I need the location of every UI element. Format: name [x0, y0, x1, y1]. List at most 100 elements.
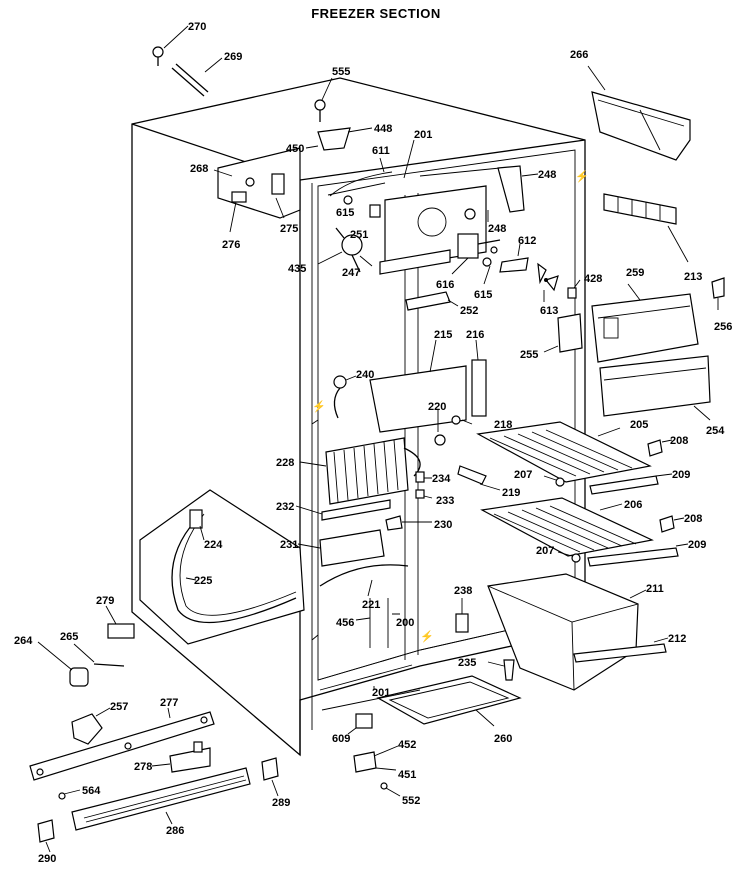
shelf-clip-208a — [647, 439, 673, 457]
gasket-611-615 — [329, 157, 393, 205]
callout-266: 266 — [570, 49, 588, 61]
callout-235: 235 — [458, 657, 476, 669]
light-assembly-448-450 — [305, 127, 373, 151]
callout-451: 451 — [398, 769, 416, 781]
lamp-socket-428 — [567, 279, 581, 299]
callout-220: 220 — [428, 401, 446, 413]
callout-452: 452 — [398, 739, 416, 751]
callout-276: 276 — [222, 239, 240, 251]
fan-motor-616 — [451, 233, 501, 285]
callout-208: 208 — [670, 435, 688, 447]
callout-428: 428 — [584, 273, 602, 285]
wire-harness-612 — [499, 243, 529, 273]
fan-blade-613 — [537, 262, 559, 302]
callout-286: 286 — [166, 825, 184, 837]
callout-435: 435 — [288, 263, 306, 275]
clip-289 — [261, 757, 279, 797]
heater-221 — [319, 564, 409, 597]
callout-240: 240 — [356, 369, 374, 381]
shelf-bracket-259 — [591, 283, 699, 363]
callout-207: 207 — [536, 545, 554, 557]
callout-230: 230 — [434, 519, 452, 531]
heater-231 — [297, 529, 385, 567]
callout-609: 609 — [332, 733, 350, 745]
callout-221: 221 — [362, 599, 380, 611]
callout-248: 248 — [488, 223, 506, 235]
callout-555: 555 — [332, 66, 350, 78]
callout-206: 206 — [624, 499, 642, 511]
callout-456: 456 — [336, 617, 354, 629]
callout-448: 448 — [374, 123, 392, 135]
svg-text:⚡: ⚡ — [575, 170, 589, 183]
shelf-clip-208b — [659, 515, 685, 533]
cover-255 — [543, 313, 583, 353]
hinge-pin-269 — [171, 57, 223, 97]
wire-shelf-205 — [476, 421, 652, 483]
basket-trim-212 — [573, 637, 669, 663]
screw-552 — [380, 782, 401, 797]
drain-tube-456-200 — [355, 598, 400, 648]
callout-213: 213 — [684, 271, 702, 283]
callout-269: 269 — [224, 51, 242, 63]
shelf-trim-209b — [587, 543, 689, 567]
rail-277 — [29, 707, 215, 781]
callout-218: 218 — [494, 419, 512, 431]
bracket-278 — [151, 741, 211, 773]
callout-201: 201 — [414, 129, 432, 141]
basket-211 — [487, 573, 647, 691]
callout-200: 200 — [396, 617, 414, 629]
callout-265: 265 — [60, 631, 78, 643]
bracket-238 — [455, 598, 469, 633]
callout-231: 231 — [280, 539, 298, 551]
clip-290 — [37, 819, 55, 853]
callout-615: 615 — [336, 207, 354, 219]
callout-260: 260 — [494, 733, 512, 745]
page-title: FREEZER SECTION — [311, 6, 441, 21]
frame-201a — [403, 139, 415, 179]
ice-bucket-266 — [587, 65, 691, 161]
defrost-parts-234-233-219 — [415, 465, 501, 499]
callout-219: 219 — [502, 487, 520, 499]
grille-286 — [71, 767, 251, 831]
callout-259: 259 — [626, 267, 644, 279]
callout-232: 232 — [276, 501, 294, 513]
shelf-stud-207a — [543, 475, 565, 487]
callout-270: 270 — [188, 21, 206, 33]
callout-289: 289 — [272, 797, 290, 809]
evaporator-cover-215-216 — [369, 339, 487, 446]
tray-260 — [376, 675, 522, 727]
shelf-trim-209a — [589, 473, 673, 495]
callout-212: 212 — [668, 633, 686, 645]
control-bracket-268-275-276 — [213, 147, 301, 233]
duct-assembly-224-225 — [139, 489, 305, 645]
callout-564: 564 — [82, 785, 101, 797]
evaporator-coil-228 — [299, 437, 421, 505]
clip-609 — [347, 713, 373, 735]
callout-616: 616 — [436, 279, 454, 291]
callout-228: 228 — [276, 457, 294, 469]
callout-552: 552 — [402, 795, 420, 807]
hinge-279 — [105, 605, 135, 639]
callout-215: 215 — [434, 329, 452, 341]
callout-252: 252 — [460, 305, 478, 317]
drawer-front-254 — [599, 355, 711, 421]
callout-205: 205 — [630, 419, 648, 431]
roller-257 — [71, 707, 111, 745]
callout-209: 209 — [688, 539, 706, 551]
screw-555 — [314, 77, 333, 122]
callout-209: 209 — [672, 469, 690, 481]
callout-207: 207 — [514, 469, 532, 481]
base-201b — [321, 686, 421, 711]
callout-254: 254 — [706, 425, 725, 437]
callout-216: 216 — [466, 329, 484, 341]
clip-256 — [711, 277, 725, 310]
callout-201: 201 — [372, 687, 390, 699]
callout-256: 256 — [714, 321, 732, 333]
callout-264: 264 — [14, 635, 33, 647]
callout-611: 611 — [372, 145, 390, 157]
wire-shelf-206 — [480, 497, 654, 557]
callout-615: 615 — [474, 289, 492, 301]
callout-255: 255 — [520, 349, 538, 361]
callout-248: 248 — [538, 169, 556, 181]
